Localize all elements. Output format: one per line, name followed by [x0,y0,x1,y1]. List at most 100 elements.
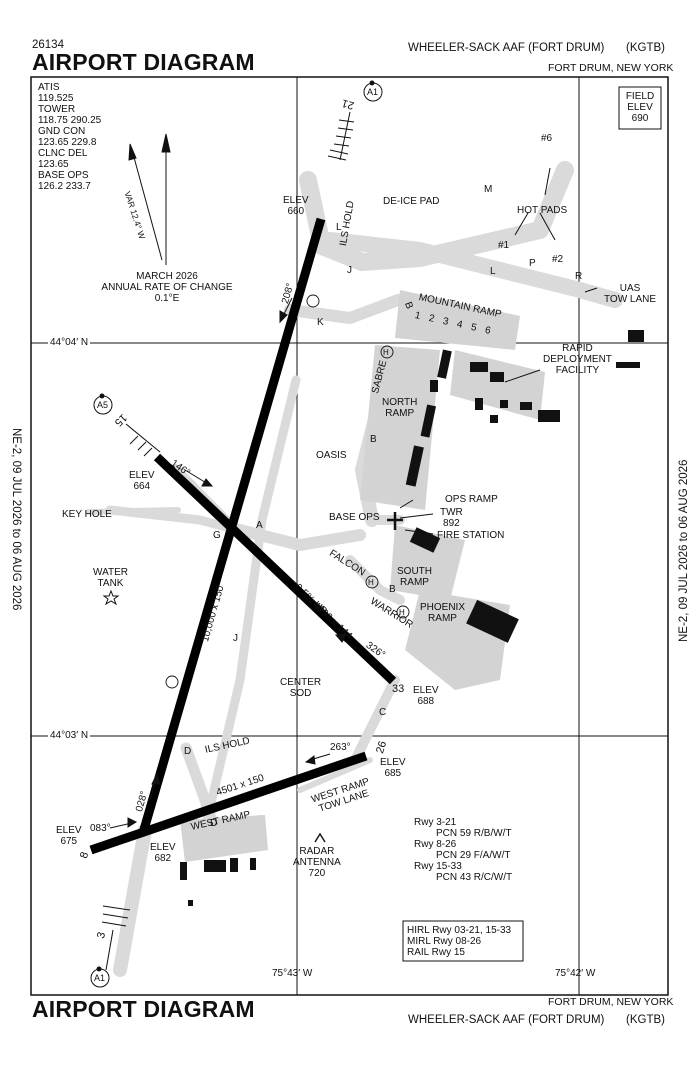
building [204,860,226,872]
center-sod-line1: CENTER [280,677,322,688]
taxiway-rwy3-ext [113,823,152,977]
taxiway-apron-north [322,232,623,308]
lighting-box [402,920,524,962]
pcn-runway: Rwy 3-21 [414,817,457,828]
approach-symbol-label: A1 [367,87,379,97]
comms-line: TOWER [38,104,76,115]
approach-symbol-label: A5 [97,400,109,410]
approach-symbol-label: A1 [94,973,106,983]
taxiway-d-label: D [184,746,192,757]
airport-name: WHEELER-SACK AAF (FORT DRUM) [408,42,605,54]
building [520,402,532,410]
taxiway-tow-lane [297,757,373,793]
north-ramp-area [360,345,440,510]
taxiway-l-label: L [490,266,496,277]
taxiway-b-label: B [389,584,396,595]
arrow-twr [399,513,434,519]
magnetic-north-line [131,149,163,261]
holding-point-circle [165,675,179,689]
taxiway-d-label: D [210,818,218,829]
water-tank-symbol [102,589,120,606]
key-hole-label: KEY HOLE [62,509,112,520]
taxiway-falcon [345,555,405,605]
water-tank-line2: TANK [97,578,124,589]
elev-value: 682 [154,853,172,864]
hot-spot-h: H [399,608,405,617]
magvar-rate-line1: MARCH 2026 [136,271,198,282]
south-ramp-area [390,525,465,600]
footer-title: AIRPORT DIAGRAM [32,996,255,1022]
comms-line: 118.75 290.25 [38,115,102,126]
elev-label: ELEV [129,470,155,481]
lon-label-right: 75°42′ W [555,968,596,979]
building [230,858,238,872]
radar-line2: ANTENNA [293,857,341,868]
building [405,445,424,487]
magvar-rate: MARCH 2026 ANNUAL RATE OF CHANGE 0.1°E [92,271,242,304]
building [470,362,488,372]
field-elev-line2: ELEV [627,102,653,113]
comms-line: GND CON [38,126,86,137]
building [409,527,441,553]
ramp-spot-number: 4 [455,318,464,331]
comms-line: 119.525 [38,93,74,104]
elev-value: 675 [60,836,78,847]
taxiway-j [195,375,301,855]
pad-6-label: #6 [541,133,553,144]
radar-elev: 720 [308,868,326,879]
elev-value: 688 [417,696,435,707]
taxiway-k-label: K [317,317,324,328]
true-north-arrowhead [161,133,171,153]
elev-value: 660 [287,206,305,217]
arrow-fire [404,529,434,535]
elev-value: 664 [133,481,151,492]
de-ice-pad-label: DE-ICE PAD [383,196,440,207]
rdf-line2: DEPLOYMENT [543,354,612,365]
comms-line: 126.2 233.7 [38,181,91,192]
taxiway-j-label: J [233,633,238,644]
elev-label: ELEV [56,825,82,836]
building [188,900,193,906]
south-ramp-line1: SOUTH [397,566,432,577]
rdf-line3: FACILITY [555,365,600,376]
rdf-line1: RAPID [562,343,593,354]
lighting-line: HIRL Rwy 03-21, 15-33 [407,925,512,936]
footer-location: FORT DRUM, NEW YORK [548,996,674,1008]
building [628,330,644,342]
lon-label-left: 75°43′ W [272,968,313,979]
building [466,599,519,643]
taxiway-m-label: M [484,184,493,195]
building [500,400,508,408]
runway-8-26 [89,751,368,855]
pcn-runway: Rwy 8-26 [414,839,457,850]
airport-location: FORT DRUM, NEW YORK [548,62,674,74]
comms-line: 123.65 [38,159,69,170]
arrow-hot-pads-3 [539,212,556,241]
taxiway-c-label: C [379,707,387,718]
fire-station-label: FIRE STATION [437,530,505,541]
comms-line: 123.65 229.8 [38,137,97,148]
building [490,372,504,382]
base-ops-label: BASE OPS [329,512,380,523]
uas-line1: UAS [619,283,641,294]
elev-label: ELEV [380,757,406,768]
taxiway-l-label: L [336,222,342,233]
hot-spot-h: H [368,578,374,587]
ramp-spot-number: 2 [427,312,436,325]
control-tower [387,512,403,530]
building [475,398,483,410]
tower-elev: 892 [443,518,460,529]
lighting-block: HIRL Rwy 03-21, 15-33 MIRL Rwy 08-26 RAI… [407,925,511,958]
mountain-ramp-area [395,290,520,350]
north-ramp-line1: NORTH [382,397,418,408]
building [538,410,560,422]
taxiway-b-label: B [370,434,377,445]
footer-airport-name: WHEELER-SACK AAF (FORT DRUM) [408,1014,605,1026]
